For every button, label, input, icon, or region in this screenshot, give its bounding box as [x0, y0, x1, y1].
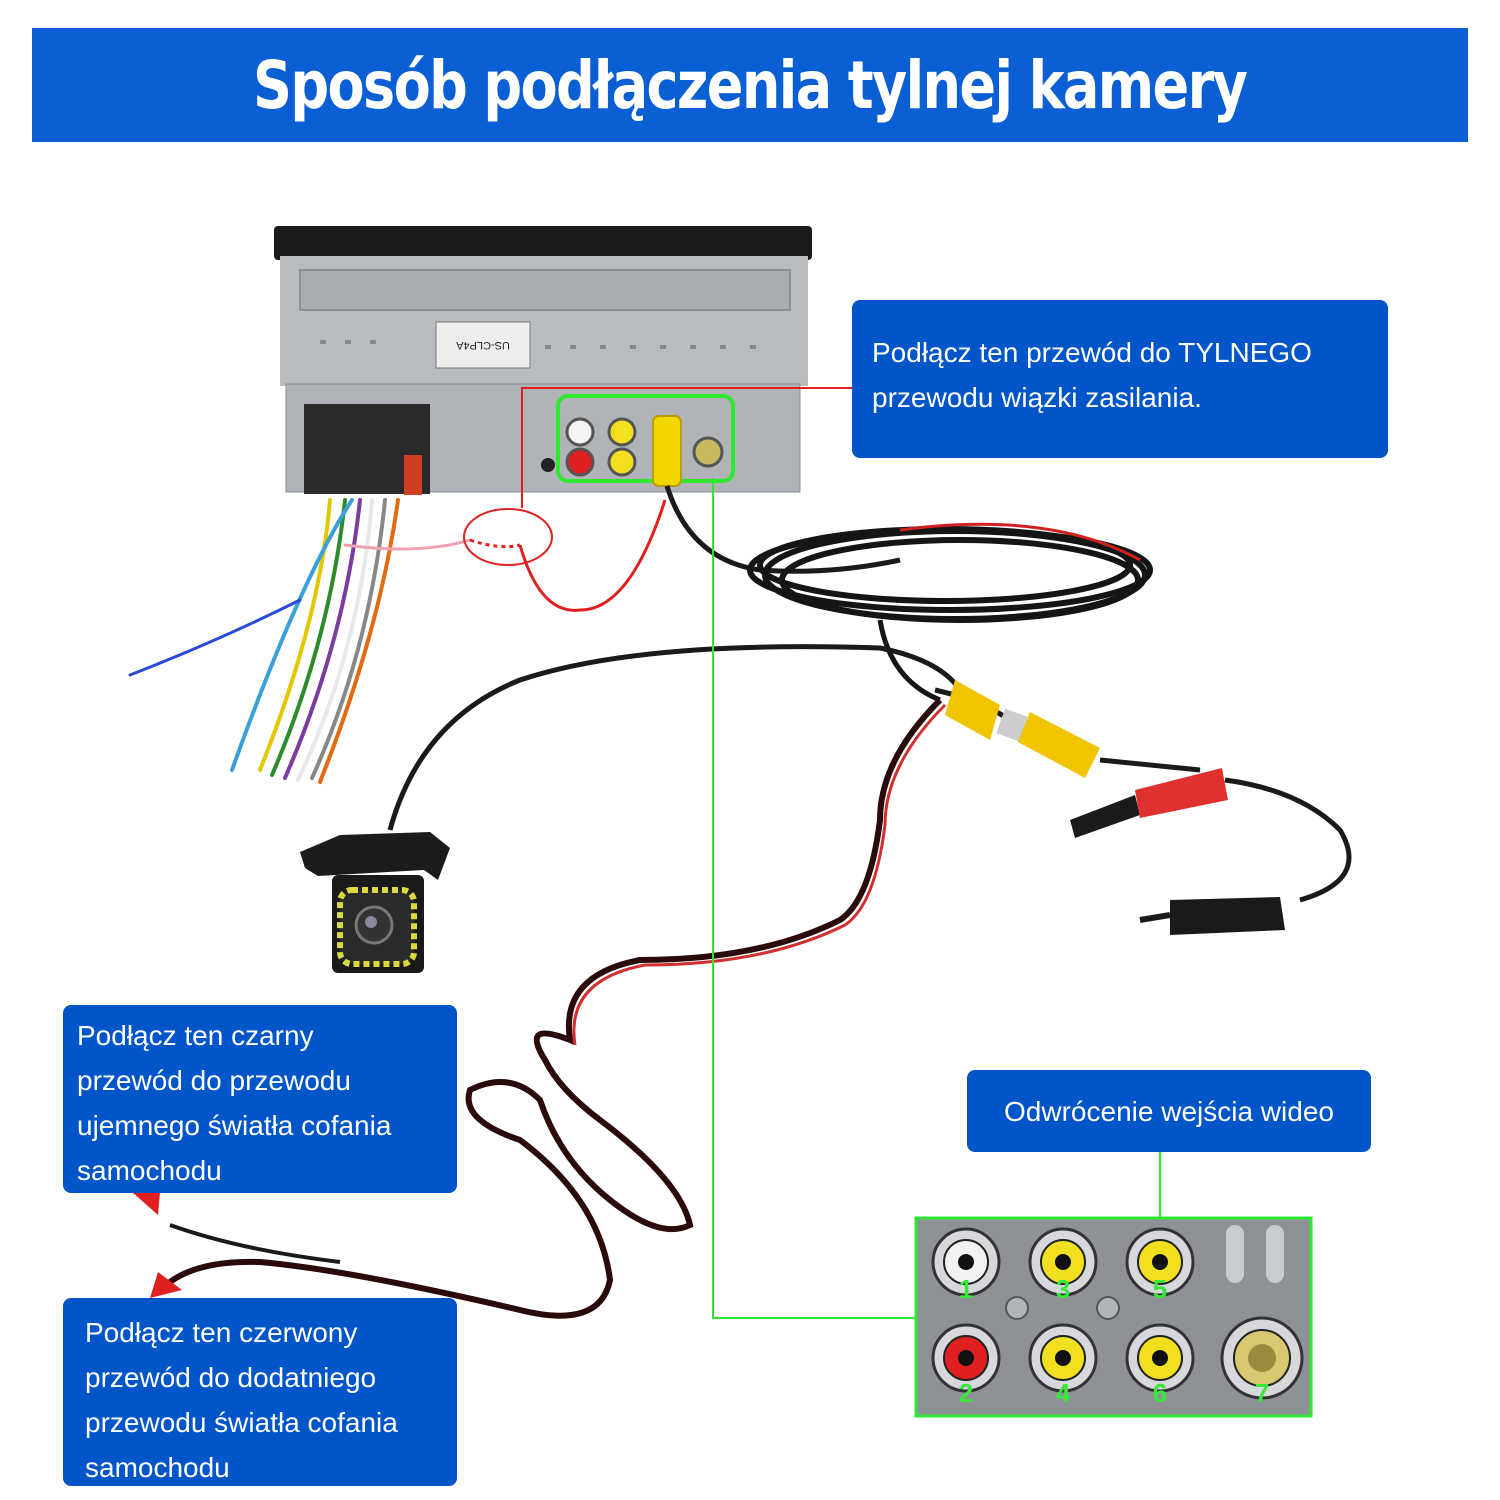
radio-faceplate	[274, 226, 812, 260]
rear-wire-callout: Podłącz ten przewód do TYLNEGO przewodu …	[852, 300, 1388, 458]
rear-wire-leader	[521, 387, 852, 508]
black-wire-pointer	[132, 1192, 160, 1215]
rca-port-number: 2	[959, 1378, 973, 1408]
rca-port-number: 7	[1255, 1378, 1269, 1408]
camera-cable	[387, 644, 963, 831]
rca-port-3: 3	[1028, 1227, 1098, 1304]
rca-port-number: 5	[1153, 1274, 1167, 1304]
rca-port-2: 2	[931, 1323, 1001, 1408]
rca-port-number: 4	[1056, 1378, 1071, 1408]
power-harness	[128, 498, 472, 784]
rca-port-6: 6	[1125, 1323, 1195, 1408]
video-input-callout: Odwrócenie wejścia wideo	[967, 1070, 1371, 1152]
rca-connector-pair	[934, 680, 1201, 778]
unit-rca-cluster	[541, 417, 724, 477]
black-wire-callout: Podłącz ten czarny przewód do przewodu u…	[63, 1005, 457, 1193]
red-wire-pointer	[150, 1272, 182, 1298]
rca-port-7: 7	[1220, 1316, 1304, 1408]
rca-port-1: 1	[931, 1227, 1001, 1304]
camera-video-plug	[652, 415, 682, 487]
rca-port-number: 1	[959, 1274, 973, 1304]
unit-rca-highlight	[556, 394, 735, 483]
rear-wire-highlight	[463, 508, 553, 566]
video-input-leader	[712, 478, 916, 1319]
model-label-text: US-CLP4A	[455, 339, 509, 351]
rca-port-number: 6	[1153, 1378, 1167, 1408]
page-title: Sposób podłączenia tylnej kamery	[253, 46, 1248, 124]
trigger-wire	[518, 499, 667, 612]
red-wire-callout: Podłącz ten czerwony przewód do dodatnie…	[63, 1298, 457, 1486]
model-label	[435, 321, 531, 369]
rca-port-number: 3	[1056, 1274, 1070, 1304]
reverse-light-wires	[168, 697, 947, 1319]
title-banner: Sposób podłączenia tylnej kamery	[32, 28, 1468, 142]
car-radio-unit: US-CLP4A	[274, 226, 812, 495]
rear-camera	[300, 832, 450, 973]
power-connector-pair	[1070, 768, 1352, 935]
rca-port-4: 4	[1028, 1323, 1098, 1408]
rca-panel-zoom: 1 2 3 4 5 6 7	[914, 1216, 1313, 1418]
rca-port-5: 5	[1125, 1227, 1195, 1304]
extension-cable-coil	[747, 526, 1153, 623]
